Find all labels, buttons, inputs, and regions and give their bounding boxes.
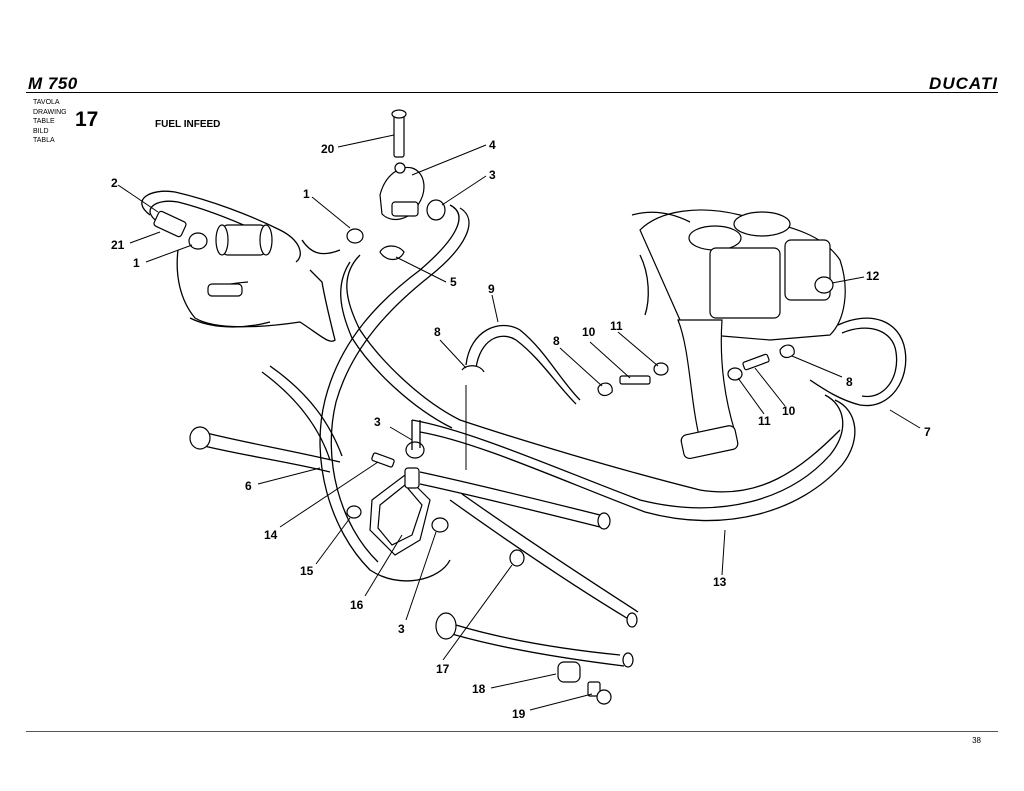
clip-spring-8 <box>461 365 485 373</box>
callout-label: 10 <box>782 404 796 418</box>
hose-7 <box>809 317 907 407</box>
sleeve-3b <box>405 441 425 459</box>
callout-label: 18 <box>472 682 486 696</box>
callout-label: 1 <box>133 256 140 270</box>
table-label-list: TAVOLA DRAWING TABLE BILD TABLA <box>33 98 67 146</box>
sleeve <box>426 199 446 221</box>
hose-long-a <box>319 204 460 582</box>
short-hose <box>301 239 341 255</box>
carburettor-assembly <box>631 209 846 460</box>
fuel-pump <box>369 467 431 556</box>
tank-outlet <box>207 283 243 297</box>
callout-label: 3 <box>398 622 405 636</box>
callout-label: 14 <box>264 528 278 542</box>
washer-11b <box>727 367 743 381</box>
hose-clamp <box>379 245 405 261</box>
tank-edge <box>189 317 271 328</box>
callout-label: 3 <box>374 415 381 429</box>
fitting-10a <box>619 375 651 385</box>
callout-label: 7 <box>924 425 931 439</box>
frame <box>189 365 639 668</box>
hose-return <box>346 254 841 493</box>
callout-label: 20 <box>321 142 335 156</box>
callout-label: 6 <box>245 479 252 493</box>
clamp-ring <box>188 232 208 250</box>
leader-lines <box>117 134 921 711</box>
callout-label: 15 <box>300 564 314 578</box>
callout-label: 13 <box>713 575 727 589</box>
screw-19 <box>587 681 612 705</box>
hose-clip-spring <box>153 210 187 238</box>
clip-8c <box>779 344 795 359</box>
callout-label: 8 <box>846 375 853 389</box>
grommet-15 <box>346 505 362 519</box>
callout-label: 8 <box>553 334 560 348</box>
section-title: FUEL INFEED <box>155 119 221 130</box>
callout-label: 17 <box>436 662 450 676</box>
fitting-10b <box>742 353 770 371</box>
hose-9 <box>465 325 581 401</box>
table-label: TABLA <box>33 137 55 144</box>
header-rule <box>26 92 998 93</box>
hose-13 <box>411 394 844 509</box>
callout-label: 10 <box>582 325 596 339</box>
pump-inlet-hose <box>411 420 421 450</box>
page-number: 38 <box>972 736 981 745</box>
callout-label: 16 <box>350 598 364 612</box>
callout-label: 2 <box>111 176 118 190</box>
table-number: 17 <box>75 108 99 131</box>
table-label: BILD <box>33 127 49 135</box>
callout-label: 9 <box>488 282 495 296</box>
fuel-tap <box>379 162 425 221</box>
damper-18 <box>557 661 581 683</box>
fuel-tank-outline <box>176 249 336 342</box>
table-label: DRAWING <box>33 108 67 116</box>
callout-label: 3 <box>489 168 496 182</box>
callout-label: 11 <box>610 319 623 333</box>
table-label: TABLE <box>33 118 55 125</box>
brand-logo: DUCATI <box>929 74 998 93</box>
callout-label: 8 <box>434 325 441 339</box>
callout-label: 21 <box>111 238 125 252</box>
callout-label: 5 <box>450 275 457 289</box>
grommet-17 <box>509 549 525 567</box>
callout-label: 11 <box>758 414 771 428</box>
cap-12 <box>814 276 834 294</box>
callout-label: 4 <box>489 138 496 152</box>
model-name: M 750 <box>28 74 78 93</box>
sleeve-3c <box>431 517 449 533</box>
footer-rule <box>26 731 998 732</box>
filter-hose <box>141 190 301 263</box>
table-label: TAVOLA <box>33 99 60 106</box>
callout-label: 19 <box>512 707 526 721</box>
pump-bolt <box>371 452 395 468</box>
callout-label: 1 <box>303 187 310 201</box>
screw-bolt <box>391 109 407 158</box>
fuel-filter <box>215 224 273 256</box>
callout-label: 12 <box>866 269 880 283</box>
hose-ring <box>346 228 364 244</box>
